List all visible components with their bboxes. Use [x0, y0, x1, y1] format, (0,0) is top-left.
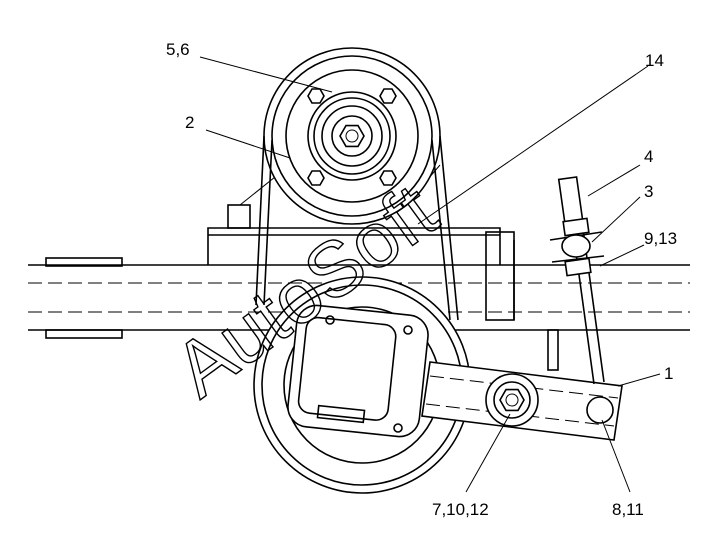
- callout-1: 1: [664, 364, 673, 383]
- callout-9-13: 9,13: [644, 229, 677, 248]
- tension-arm: [421, 361, 623, 441]
- motor-housing: [287, 304, 429, 438]
- leader-lines: [199, 56, 661, 493]
- callout-2: 2: [185, 113, 194, 132]
- callout-7-10-12: 7,10,12: [432, 500, 489, 519]
- callout-5-6: 5,6: [166, 40, 190, 59]
- callout-14: 14: [645, 51, 664, 70]
- adjusting-rod: [549, 176, 605, 385]
- callout-4: 4: [644, 147, 653, 166]
- drive-belt: [255, 135, 459, 321]
- callout-8-11: 8,11: [612, 500, 644, 519]
- callout-3: 3: [644, 182, 653, 201]
